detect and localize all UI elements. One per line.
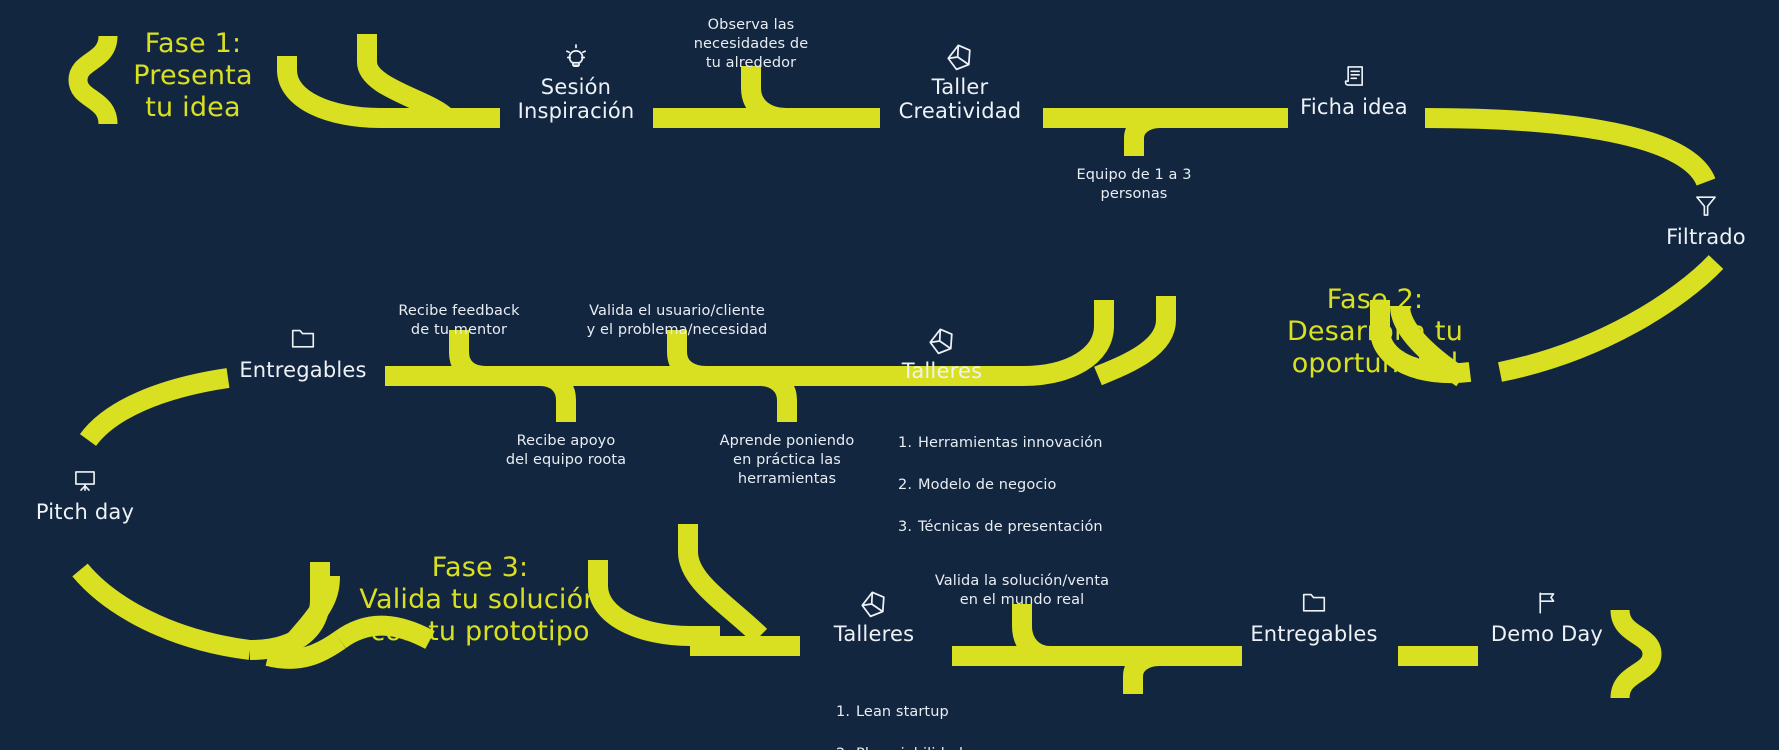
branch-r3-b bbox=[265, 631, 346, 669]
stub-valida-usuario bbox=[667, 330, 707, 386]
node-demo-day[interactable]: Demo Day bbox=[1478, 589, 1616, 647]
note-equipo-personas: Equipo de 1 a 3 personas bbox=[1076, 167, 1192, 202]
bracket-r3-left bbox=[308, 565, 310, 600]
cube-icon bbox=[882, 326, 1002, 356]
list-item: 1.Lean startup bbox=[836, 704, 949, 721]
note-valida-usuario: Valida el usuario/cliente y el problema/… bbox=[586, 303, 768, 338]
document-icon bbox=[1282, 62, 1426, 92]
branch-r3-f bbox=[678, 524, 768, 644]
list-item: 2.Modelo de negocio bbox=[898, 477, 1057, 494]
curve-ficha-filtrado bbox=[1424, 108, 1716, 187]
stub-observa bbox=[741, 66, 787, 128]
node-label: Entregables bbox=[1250, 622, 1378, 646]
branch-r3-d bbox=[282, 575, 340, 653]
node-sesion-inspiracion[interactable]: Sesión Inspiración bbox=[496, 42, 656, 123]
stub-r3-down bbox=[1123, 646, 1160, 694]
phase-title-fase-1: Fase 1: Presenta tu idea bbox=[133, 28, 253, 123]
branch-r3-e bbox=[588, 560, 720, 646]
node-label: Entregables bbox=[239, 358, 367, 382]
node-label: Talleres bbox=[901, 359, 983, 383]
branch-r1-a bbox=[277, 56, 480, 128]
flag-icon bbox=[1478, 589, 1616, 619]
list-item: 1.Herramientas innovación bbox=[898, 435, 1103, 452]
note-recibe-apoyo: Recibe apoyo del equipo roota bbox=[505, 433, 627, 468]
curve-entregables-pitch bbox=[79, 368, 230, 447]
funnel-icon bbox=[1640, 192, 1772, 222]
branch-r3-c bbox=[334, 615, 435, 649]
stub-valida-solucion bbox=[1012, 604, 1051, 666]
stub-aprende bbox=[759, 366, 797, 422]
node-label: Pitch day bbox=[35, 500, 135, 524]
talleres-2-list: 1.Lean startup 2.Plan viabilidad 3.Vende… bbox=[836, 681, 1096, 750]
node-label: Taller Creatividad bbox=[898, 75, 1022, 123]
end-bracket-cap bbox=[1610, 608, 1662, 700]
node-label: Sesión Inspiración bbox=[517, 75, 635, 123]
node-ficha-idea[interactable]: Ficha idea bbox=[1282, 62, 1426, 120]
node-filtrado[interactable]: Filtrado bbox=[1640, 192, 1772, 250]
list-item: 2.Plan viabilidad bbox=[836, 744, 1096, 750]
folder-icon bbox=[1244, 589, 1384, 619]
cube-icon bbox=[814, 589, 934, 619]
phase-title-fase-3: Fase 3: Valida tu solución con tu protot… bbox=[359, 552, 601, 647]
note-observa-necesidades: Observa las necesidades de tu alrededor bbox=[693, 17, 809, 71]
stub-feedback bbox=[449, 330, 487, 386]
node-talleres-1[interactable]: Talleres bbox=[882, 326, 1002, 384]
note-recibe-feedback: Recibe feedback de tu mentor bbox=[398, 303, 520, 338]
start-bracket-cap bbox=[68, 34, 118, 126]
curve-filtrado-row2 bbox=[1498, 255, 1724, 382]
stub-equipo bbox=[1124, 108, 1161, 156]
node-pitch-day[interactable]: Pitch day bbox=[20, 467, 150, 525]
branch-r2-c bbox=[960, 300, 1114, 386]
stub-apoyo bbox=[539, 366, 576, 422]
presentation-icon bbox=[20, 467, 150, 497]
branch-r1-b bbox=[357, 34, 455, 126]
node-label: Talleres bbox=[833, 622, 915, 646]
note-valida-solucion: Valida la solución/venta en el mundo rea… bbox=[934, 573, 1110, 608]
talleres-1-list: 1.Herramientas innovación 2.Modelo de ne… bbox=[898, 412, 1178, 559]
curve-pitch-row3 bbox=[72, 563, 252, 660]
phase-title-fase-2: Fase 2: Desarrolla tu oportunidad bbox=[1286, 284, 1464, 379]
list-item: 3.Técnicas de presentación bbox=[898, 519, 1103, 536]
node-label: Filtrado bbox=[1666, 225, 1746, 249]
branch-r2-d bbox=[1094, 296, 1176, 386]
branch-r2-b bbox=[1390, 304, 1468, 387]
node-label: Ficha idea bbox=[1300, 95, 1408, 119]
node-label: Demo Day bbox=[1490, 622, 1604, 646]
cube-icon bbox=[880, 42, 1040, 72]
node-talleres-2[interactable]: Talleres bbox=[814, 589, 934, 647]
folder-icon bbox=[233, 325, 373, 355]
note-aprende-practica: Aprende poniendo en práctica las herrami… bbox=[719, 433, 855, 487]
node-taller-creatividad[interactable]: Taller Creatividad bbox=[880, 42, 1040, 123]
lightbulb-icon bbox=[496, 42, 656, 72]
node-entregables-1[interactable]: Entregables bbox=[233, 325, 373, 383]
node-entregables-2[interactable]: Entregables bbox=[1244, 589, 1384, 647]
